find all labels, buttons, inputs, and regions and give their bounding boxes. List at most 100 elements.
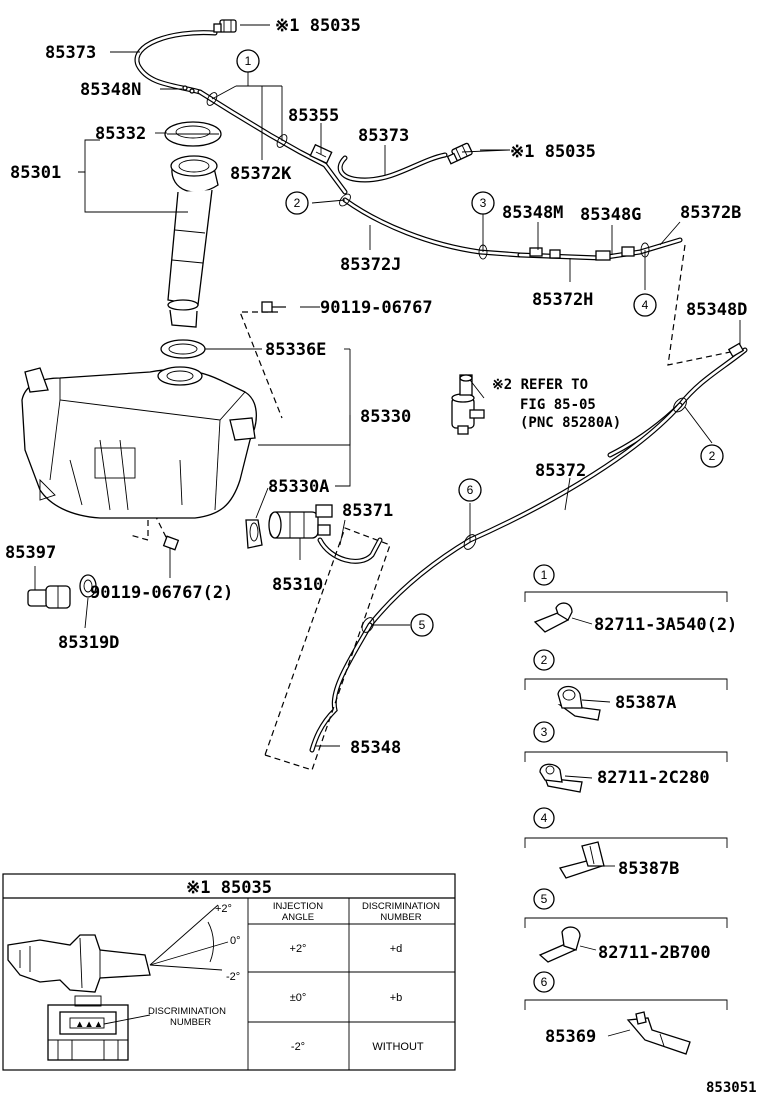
svg-text:4: 4 [541,811,548,825]
svg-text:82711-3A540(2): 82711-3A540(2) [594,615,737,635]
clip-85387B-icon [558,841,605,879]
joint-85348N [182,85,195,94]
svg-text:2: 2 [709,449,716,463]
refer-note-line1: ※2 REFER TO [492,377,588,393]
bolt-90119-bottom [162,535,180,551]
label-85330: 85330 [360,407,411,427]
washer-nozzle-top [213,19,237,33]
callout-2b: 2 [700,444,724,468]
svg-text:INJECTION: INJECTION [273,901,323,912]
label-85348G: 85348G [580,205,641,225]
callout-4: 4 [633,293,657,317]
svg-text:ANGLE: ANGLE [282,912,314,923]
hose-85348D [607,347,748,458]
washer-tank-85330 [21,366,257,519]
svg-text:3: 3 [541,725,548,739]
svg-text:+2°: +2° [215,903,232,915]
washer-nozzle-mid [446,142,473,165]
label-85371: 85371 [342,501,393,521]
joint-85348D [727,342,745,358]
legend-item-5: 5 82711-2B700 [524,888,728,963]
svg-text:WITHOUT: WITHOUT [372,1041,424,1053]
svg-text:▲▲▲: ▲▲▲ [75,1019,103,1030]
clip-82711-3A540-icon [533,602,573,633]
svg-text:5: 5 [419,618,426,632]
label-85372K: 85372K [230,164,292,184]
svg-text:3: 3 [480,196,487,210]
svg-text:5: 5 [541,892,548,906]
label-85372: 85372 [535,461,586,481]
tank-guide [129,430,149,541]
svg-text:-2°: -2° [291,1041,305,1053]
clip-85369-icon [626,1011,691,1055]
svg-text:1: 1 [541,568,548,582]
seal-ring-85336E [160,339,206,359]
legend-item-3: 3 82711-2C280 [524,721,728,793]
label-85397: 85397 [5,543,56,563]
label-85348D: 85348D [686,300,747,320]
label-85373-top: 85373 [45,43,96,63]
label-90119-bottom: 90119-06767(2) [90,583,233,603]
label-85035-mid: ※1 85035 [510,142,596,162]
clip-82711-2B700-icon [538,926,581,963]
label-85372H: 85372H [532,290,593,310]
bolt-guide-bottom [149,504,171,546]
joint-85348M [529,247,561,259]
legend-item-4: 4 85387B [524,807,728,879]
svg-text:6: 6 [541,975,548,989]
callout-1: 1 [236,49,260,73]
label-85336E: 85336E [265,340,326,360]
svg-text:+2°: +2° [290,943,307,955]
label-85348: 85348 [350,738,401,758]
label-85035-top: ※1 85035 [275,16,361,36]
hose-guide-85348 [264,527,391,771]
label-85355: 85355 [288,106,339,126]
hose-85372J [342,197,523,258]
svg-text:2: 2 [294,196,301,210]
svg-text:85369: 85369 [545,1027,596,1047]
svg-text:±0°: ±0° [290,992,307,1004]
refer-note-line3: (PNC 85280A) [520,415,621,431]
label-85310: 85310 [272,575,323,595]
diagram-code: 853051 [706,1080,757,1096]
label-85301: 85301 [10,163,61,183]
clip-82711-2C280-icon [539,763,583,793]
svg-text:1: 1 [245,54,252,68]
bolt-90119-top [261,301,286,313]
inset-title: ※1 85035 [186,878,272,898]
inset-nozzle-drawing: +2° 0° -2° [7,903,241,993]
svg-text:82711-2C280: 82711-2C280 [597,768,710,788]
svg-text:+b: +b [390,992,403,1004]
hose-85371 [317,537,383,564]
legend-item-2: 2 85387A [524,649,728,721]
hose-85348 [309,622,373,753]
svg-text:85387B: 85387B [618,859,679,879]
legend-item-1: 1 82711-3A540(2) [524,564,737,635]
svg-text:4: 4 [642,298,649,312]
grommet-85330A [245,519,263,549]
svg-text:0°: 0° [230,935,241,947]
svg-text:6: 6 [467,483,474,497]
svg-text:85387A: 85387A [615,693,676,713]
label-85319D: 85319D [58,633,119,653]
washer-pump-85310 [268,504,333,539]
filler-neck-85301 [167,155,219,328]
label-85372J: 85372J [340,255,401,275]
inset-85035: ※1 85035 +2° 0° -2° ▲▲▲ DISCRI [2,873,456,1071]
label-90119-top: 90119-06767 [320,298,433,318]
label-85332: 85332 [95,124,146,144]
joint-85348G [595,246,635,261]
inset-table: INJECTION ANGLE DISCRIMINATION NUMBER +2… [247,898,455,1070]
svg-text:NUMBER: NUMBER [380,912,421,923]
legend: 1 82711-3A540(2) 2 85387A 3 [524,564,737,1055]
hose-85373-top [134,30,218,95]
callout-3: 3 [471,191,495,215]
svg-text:NUMBER: NUMBER [170,1017,211,1028]
svg-text:+d: +d [390,943,403,955]
refer-note-line2: FIG 85-05 [520,397,596,413]
motor-pump-ref [451,374,485,435]
hose-guide-85372B [667,244,741,366]
hose-85373-mid [337,152,448,183]
svg-text:DISCRIMINATION: DISCRIMINATION [362,901,440,912]
